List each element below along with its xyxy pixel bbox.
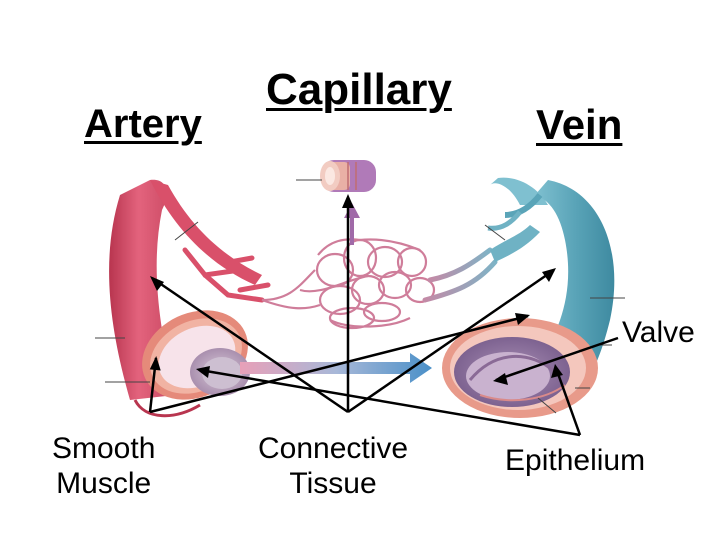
blood-flow-arrow [240, 353, 432, 383]
smooth-muscle-label: Smooth Muscle [52, 432, 155, 501]
capillary-segment [320, 160, 376, 192]
capillary-heading: Capillary [266, 65, 452, 114]
smooth-muscle-line2: Muscle [56, 466, 152, 500]
vein-shape [442, 177, 615, 418]
pointer-lines [148, 198, 619, 437]
epithelium-label: Epithelium [505, 444, 646, 477]
artery-heading: Artery [84, 102, 202, 146]
connective-tissue-label: Connective Tissue [258, 432, 408, 501]
valve-label: Valve [622, 316, 695, 349]
artery-shape [109, 179, 271, 418]
pointer-arrowheads [149, 194, 563, 385]
connective-tissue-line2: Tissue [289, 466, 377, 500]
vein-heading: Vein [536, 101, 623, 148]
leader-lines [95, 179, 625, 414]
connective-tissue-line1: Connective [258, 432, 409, 465]
smooth-muscle-line1: Smooth [52, 432, 156, 465]
venule [422, 247, 498, 303]
capillary-bed [261, 238, 436, 330]
